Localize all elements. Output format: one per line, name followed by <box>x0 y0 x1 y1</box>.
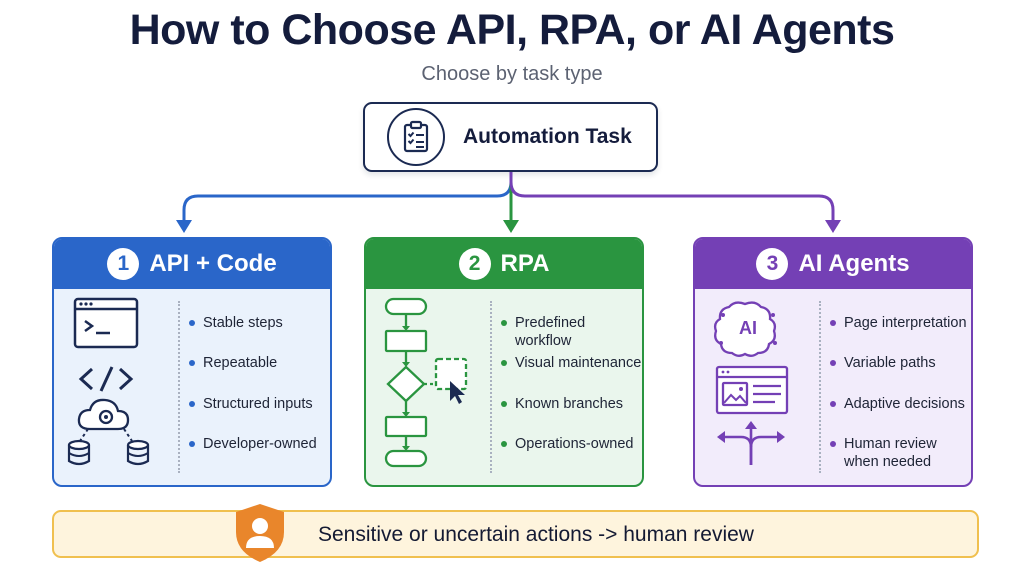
code-brackets-icon <box>78 366 134 392</box>
card-bullets: Predefined workflow Visual maintenance K… <box>499 289 642 485</box>
connector-to-api <box>182 172 513 224</box>
connector-to-ai <box>509 172 835 224</box>
card-icons <box>366 289 484 485</box>
terminal-window-icon <box>73 297 139 349</box>
bullet-item: Adaptive decisions <box>828 395 971 413</box>
cursor-icon <box>450 381 465 404</box>
card-number: 3 <box>756 248 789 280</box>
card-title: API + Code <box>149 250 277 277</box>
card-divider <box>819 301 821 473</box>
card-number: 1 <box>107 248 140 280</box>
bullet-item: Variable paths <box>828 354 971 372</box>
card-title: RPA <box>500 250 550 277</box>
bullet-item: Developer-owned <box>187 435 330 453</box>
page-title: How to Choose API, RPA, or AI Agents <box>129 6 895 54</box>
card-divider <box>178 301 180 473</box>
svg-text:AI: AI <box>739 318 757 338</box>
branching-arrows-icon <box>717 421 785 465</box>
bullet-item: Predefined workflow <box>499 314 642 350</box>
flowchart-icon <box>384 297 468 468</box>
card-icons <box>54 289 172 485</box>
shield-person-icon <box>232 502 288 569</box>
bullet-item: Structured inputs <box>187 395 330 413</box>
bullet-item: Human review when needed <box>828 435 946 471</box>
card-body: AI <box>695 289 971 485</box>
bullet-item: Known branches <box>499 395 642 413</box>
bullet-item: Stable steps <box>187 314 330 332</box>
card-bullets: Page interpretation Variable paths Adapt… <box>828 289 971 485</box>
clipboard-checklist-icon <box>387 108 445 166</box>
bullet-item: Page interpretation <box>828 314 971 332</box>
card-number: 2 <box>458 248 491 280</box>
card-api-code: 1 API + Code <box>52 237 332 487</box>
arrowhead-rpa <box>503 220 519 233</box>
bullet-item: Repeatable <box>187 354 330 372</box>
card-divider <box>490 301 492 473</box>
arrowhead-ai <box>825 220 841 233</box>
ai-brain-icon: AI <box>713 301 777 357</box>
card-header: 1 API + Code <box>54 239 330 289</box>
card-header: 3 AI Agents <box>695 239 971 289</box>
card-body: Predefined workflow Visual maintenance K… <box>366 289 642 485</box>
cloud-gear-databases-icon <box>67 398 150 466</box>
human-review-banner: Sensitive or uncertain actions -> human … <box>52 504 979 562</box>
automation-task-box: Automation Task <box>363 102 658 172</box>
bullet-item: Operations-owned <box>499 435 642 453</box>
card-body: Stable steps Repeatable Structured input… <box>54 289 330 485</box>
card-icons: AI <box>695 289 813 485</box>
card-rpa: 2 RPA <box>364 237 644 487</box>
card-bullets: Stable steps Repeatable Structured input… <box>187 289 330 485</box>
automation-task-label: Automation Task <box>463 125 632 148</box>
page-subtitle: Choose by task type <box>421 63 603 85</box>
webpage-icon <box>715 365 789 415</box>
bullet-item: Visual maintenance <box>499 354 642 372</box>
arrowhead-api <box>176 220 192 233</box>
card-ai-agents: 3 AI Agents AI <box>693 237 973 487</box>
card-title: AI Agents <box>798 250 910 277</box>
card-header: 2 RPA <box>366 239 642 289</box>
banner-text: Sensitive or uncertain actions -> human … <box>318 523 754 546</box>
